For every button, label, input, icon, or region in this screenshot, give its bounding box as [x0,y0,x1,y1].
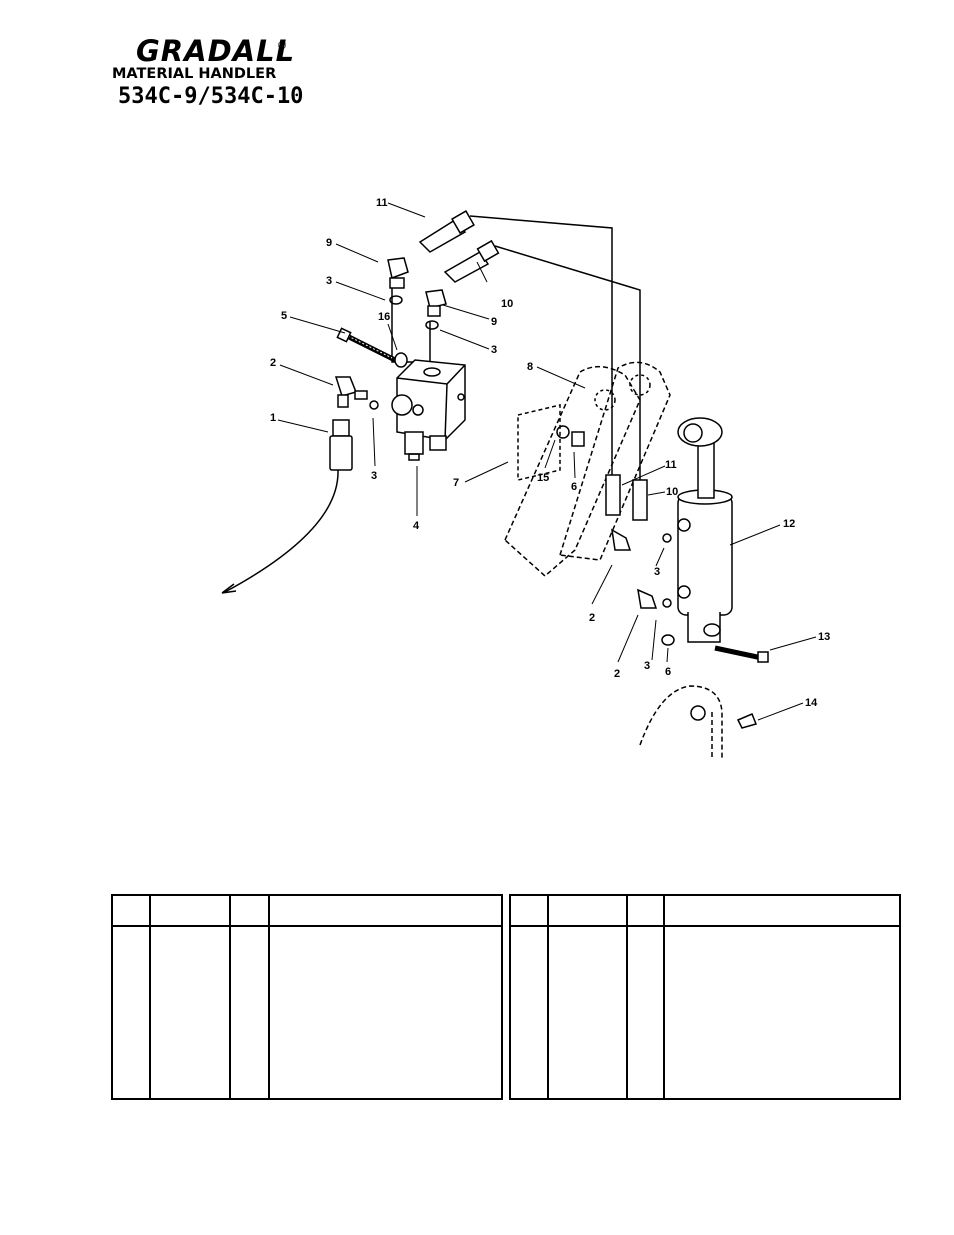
callout-3-left: 3 [371,470,377,482]
callout-3-right: 3 [654,566,660,578]
callout-3-bottom: 3 [644,660,650,672]
callout-6-top: 6 [571,481,577,493]
table-column-divider [229,896,231,1098]
table-column-divider [547,896,549,1098]
registered-mark: ® [278,40,287,52]
callout-3-mid: 3 [491,344,497,356]
brand-logo: GRADALL [136,34,296,68]
callout-11-right: 11 [665,459,677,471]
parts-table-right [509,894,901,1100]
callout-16: 16 [378,311,390,323]
callout-13: 13 [818,631,830,643]
callout-5: 5 [281,310,287,322]
callout-12: 12 [783,518,795,530]
callout-14: 14 [805,697,818,709]
callout-2-right-b: 2 [614,668,620,680]
table-column-divider [626,896,628,1098]
callout-4: 4 [413,520,420,532]
parts-table-header [113,896,501,927]
callout-10-top: 10 [501,298,513,310]
callout-9-mid: 9 [491,316,497,328]
model-number: 534C-9/534C-10 [118,84,304,109]
callout-7: 7 [453,477,459,489]
table-column-divider [663,896,665,1098]
callout-9-top: 9 [326,237,332,249]
callout-11-top: 11 [376,197,388,209]
table-column-divider [268,896,270,1098]
parts-table-left [111,894,503,1100]
callout-3-top: 3 [326,275,332,287]
product-subtitle: MATERIAL HANDLER [112,66,277,82]
callout-8: 8 [527,361,533,373]
table-column-divider [149,896,151,1098]
callout-1: 1 [270,412,276,424]
callout-15: 15 [537,472,549,484]
callout-10-right: 10 [666,486,678,498]
callout-2-left: 2 [270,357,276,369]
parts-table-header [511,896,899,927]
callout-2-right-a: 2 [589,612,595,624]
callout-6-bottom: 6 [665,666,671,678]
